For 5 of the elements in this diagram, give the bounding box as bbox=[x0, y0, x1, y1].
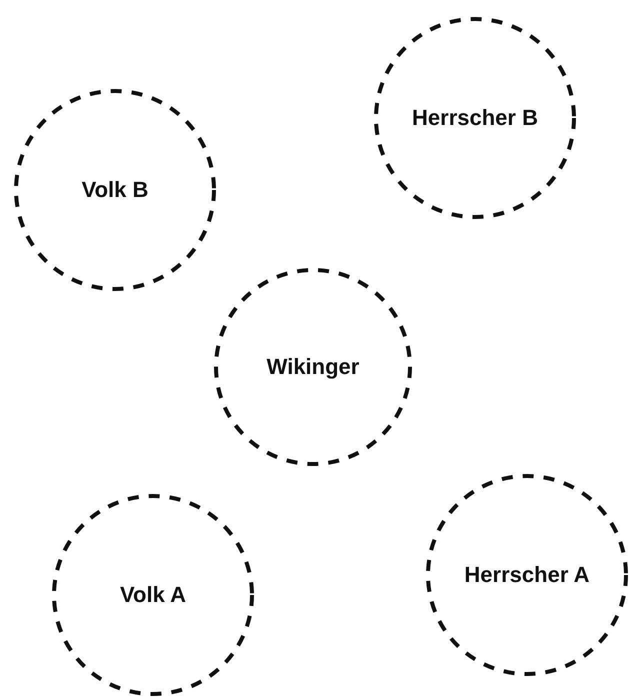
circle-label: Wikinger bbox=[266, 354, 360, 380]
circle-label: Herrscher A bbox=[464, 562, 590, 588]
circle-label: Volk B bbox=[82, 177, 148, 203]
circle-label: Herrscher B bbox=[412, 105, 538, 131]
circle-label: Volk A bbox=[120, 582, 186, 608]
